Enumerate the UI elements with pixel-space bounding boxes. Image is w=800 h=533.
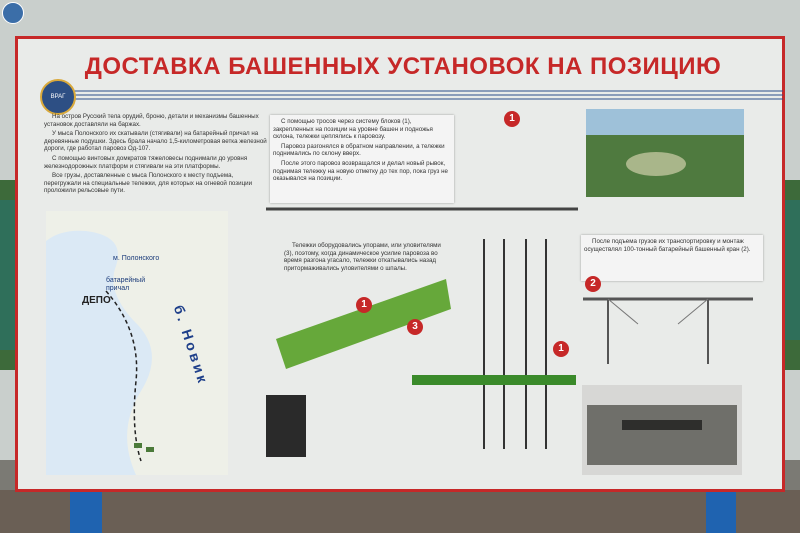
info-board: ДОСТАВКА БАШЕННЫХ УСТАНОВОК НА ПОЗИЦИЮ В… xyxy=(15,36,785,492)
marker-1: 1 xyxy=(356,297,372,313)
top-center-text-box: С помощью тросов через систему блоков (1… xyxy=(270,115,454,203)
marker-2: 2 xyxy=(585,276,601,292)
sign-post-right xyxy=(706,492,736,533)
left-paragraph: Все грузы, доставленные с мыса Полонског… xyxy=(44,172,253,195)
map-label-cape: м. Полонского xyxy=(113,255,160,262)
crane-diagram xyxy=(583,297,753,364)
logo-emblem: ВРАГ xyxy=(40,79,76,115)
island-photo xyxy=(586,109,744,197)
marker-3: 3 xyxy=(407,319,423,335)
track-diagram xyxy=(266,207,578,457)
right-paragraph: После подъема грузов их транспортировку … xyxy=(584,238,751,253)
center-paragraph: После этого паровоз возвращался и делал … xyxy=(273,159,448,183)
middle-text-block: Тележки оборудовались упорами, или улови… xyxy=(284,242,446,274)
marker-1: 1 xyxy=(504,111,520,127)
watermark-icon xyxy=(2,2,24,24)
left-paragraph: На остров Русский тела орудий, броню, де… xyxy=(44,113,259,128)
left-paragraph: С помощью винтовых домкратов тяжеловесы … xyxy=(44,154,248,170)
right-text-box: После подъема грузов их транспортировку … xyxy=(581,235,763,281)
map-label-depot: ДЕПО xyxy=(82,295,111,306)
sign-post-left xyxy=(70,492,102,533)
board-title: ДОСТАВКА БАШЕННЫХ УСТАНОВОК НА ПОЗИЦИЮ xyxy=(84,53,722,80)
center-paragraph: Паровоз разгонялся в обратном направлени… xyxy=(273,142,445,158)
route-map xyxy=(46,211,228,475)
map-label-pier: батарейный причал xyxy=(106,277,146,292)
left-paragraph: У мыса Полонского их скатывали (стягивал… xyxy=(44,130,267,153)
historic-photo xyxy=(582,385,742,475)
middle-paragraph: Тележки оборудовались упорами, или улови… xyxy=(284,242,441,272)
center-paragraph: С помощью тросов через систему блоков (1… xyxy=(273,118,433,141)
marker-1: 1 xyxy=(553,341,569,357)
left-text-block: На остров Русский тела орудий, броню, де… xyxy=(44,113,272,197)
title-underline xyxy=(68,90,783,100)
